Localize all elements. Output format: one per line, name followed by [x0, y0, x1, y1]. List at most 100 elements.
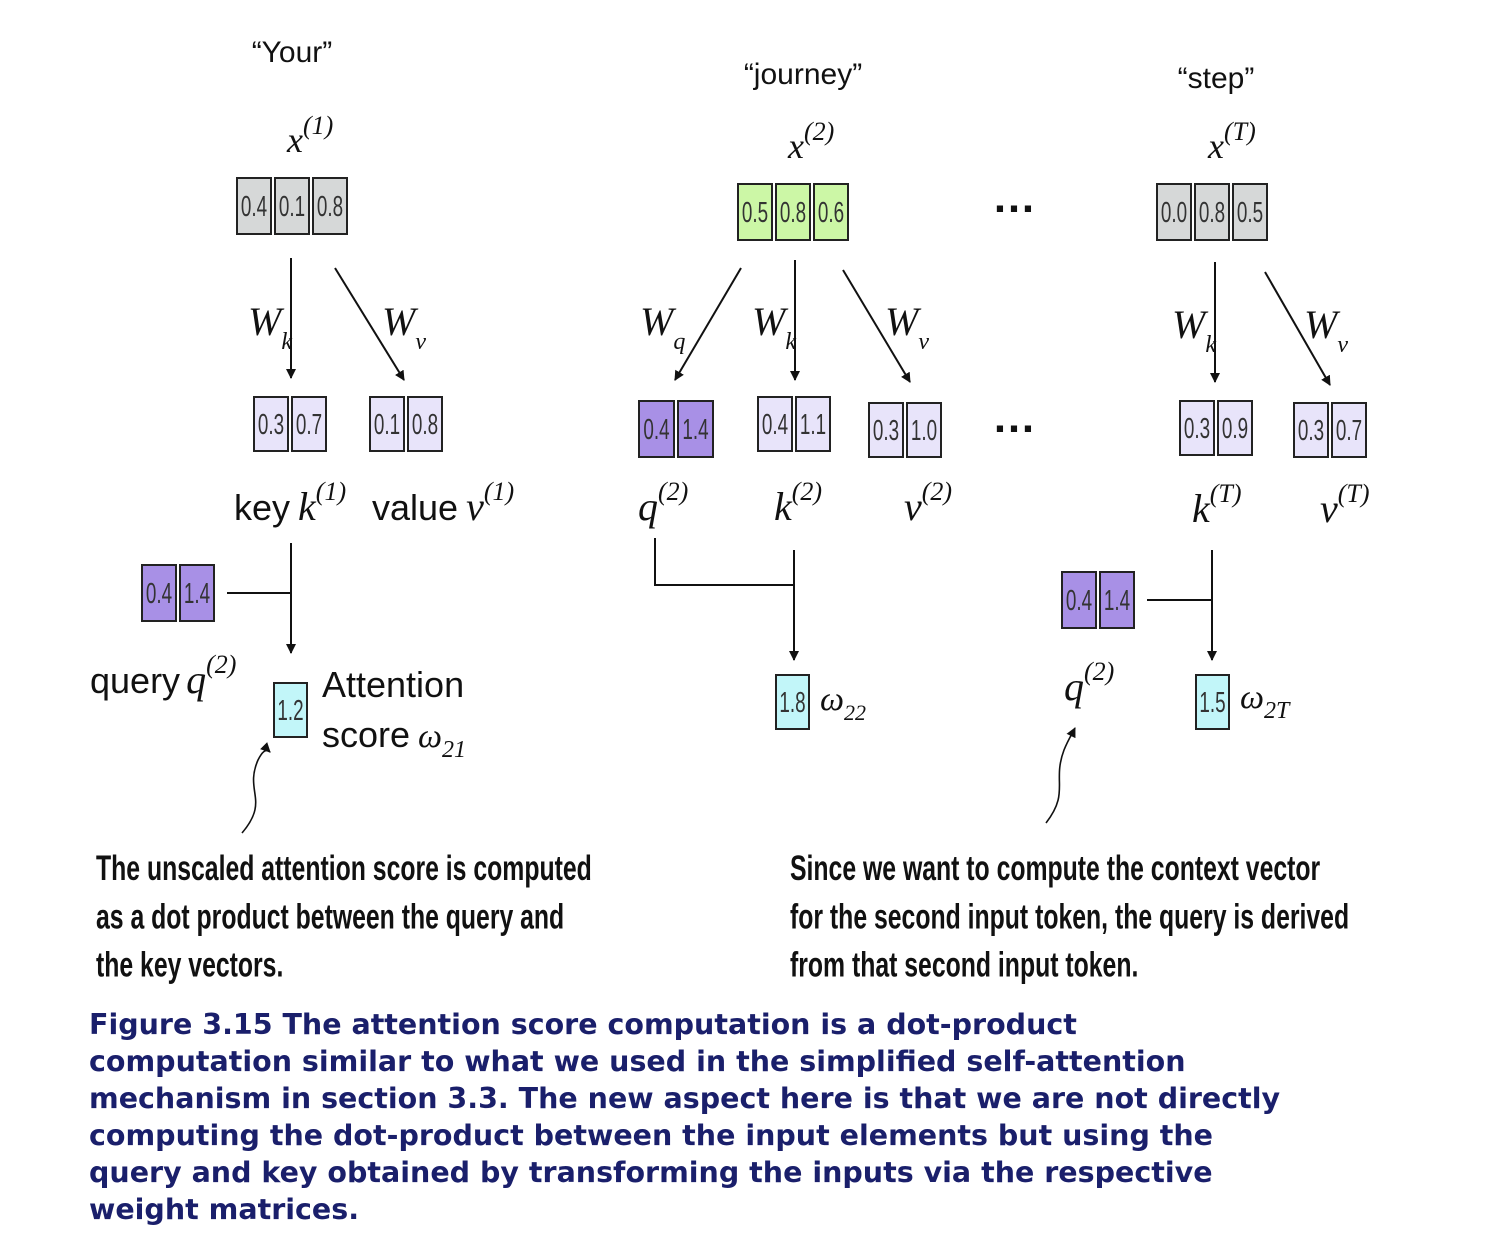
key-k2-label: k(2): [774, 477, 822, 529]
query-vector-right: 0.4 1.4: [1061, 571, 1135, 629]
vector-cell-value: 0.4: [1066, 585, 1092, 617]
vector-cell-value: 1.4: [682, 414, 708, 446]
vector-cell-value: 0.3: [1298, 415, 1324, 447]
vector-cell-value: 0.8: [780, 197, 806, 229]
arrow-x1-to-v1: [334, 267, 405, 381]
vector-cell-value: 1.0: [911, 415, 937, 447]
vector-cell-value: 1.1: [800, 409, 826, 441]
arrow-x2-to-q2: [674, 267, 742, 381]
score-w21-line1: Attention: [322, 664, 464, 705]
vector-cell: [273, 682, 308, 738]
vector-cell-value: 0.5: [742, 197, 768, 229]
vector-cell: [1061, 571, 1097, 629]
value-vector-v1: 0.1 0.8: [369, 396, 443, 452]
vector-cell: [638, 400, 675, 458]
key-vector-k2: 0.4 1.1: [757, 396, 831, 452]
weight-wk-T: Wk: [1172, 302, 1216, 358]
vector-cell-value: 0.5: [1237, 197, 1263, 229]
key-vector-k1: 0.3 0.7: [253, 396, 327, 452]
input-vector-x1: 0.4 0.1 0.8: [236, 177, 348, 235]
vector-cell: [369, 396, 405, 452]
key-vector-kT: 0.3 0.9: [1179, 400, 1253, 456]
vector-cell: [1156, 183, 1192, 241]
vector-cell-value: 0.4: [643, 414, 669, 446]
score-w22-label: ω22: [820, 681, 866, 725]
vector-cell-value: 0.8: [317, 191, 343, 223]
pointer-left-note: [241, 742, 271, 834]
token-your: “Your”: [252, 36, 333, 69]
score-w22-box: 1.8: [775, 674, 810, 730]
vector-cell-value: 0.8: [412, 409, 438, 441]
token-step: “step”: [1178, 62, 1255, 95]
vector-cell-value: 0.1: [279, 191, 305, 223]
ellipsis-middle: …: [992, 393, 1036, 442]
arrow-x2-to-v2: [842, 269, 911, 383]
note-right: Since we want to compute the context vec…: [790, 847, 1356, 984]
vector-cell: [795, 396, 831, 452]
pointer-right-note: [1045, 727, 1076, 824]
vector-cell-value: 1.8: [779, 687, 805, 719]
input-xT-label: x(T): [1207, 117, 1256, 166]
input-x2-label: x(2): [787, 117, 834, 166]
vector-cell: [1194, 183, 1230, 241]
vector-cell-value: 0.3: [1184, 413, 1210, 445]
vector-cell: [1195, 674, 1230, 730]
vector-cell-value: 1.2: [277, 695, 303, 727]
vector-cell: [291, 396, 327, 452]
vector-cell-value: 0.3: [258, 409, 284, 441]
key-kT-label: k(T): [1192, 479, 1242, 531]
attention-score-diagram: “Your” “journey” “step” x(1) x(2) x(T) 0…: [90, 36, 1370, 985]
vector-cell: [312, 177, 348, 235]
vector-cell: [775, 674, 810, 730]
vector-cell-value: 0.4: [241, 191, 267, 223]
vector-cell: [737, 183, 773, 241]
vector-cell: [236, 177, 272, 235]
value-vT-label: v(T): [1320, 479, 1370, 531]
vector-cell-value: 0.3: [873, 415, 899, 447]
vector-cell: [141, 564, 177, 622]
query-right-label: q(2): [1064, 657, 1114, 709]
vector-cell-value: 0.9: [1222, 413, 1248, 445]
vector-cell: [813, 183, 849, 241]
weight-wv-1: Wv: [382, 299, 426, 355]
weight-wk-2: Wk: [752, 299, 796, 355]
weight-wv-2: Wv: [885, 299, 929, 355]
vector-cell: [407, 396, 443, 452]
vector-cell: [179, 564, 215, 622]
vector-cell: [1331, 402, 1367, 458]
weight-wq-2: Wq: [640, 299, 685, 355]
vector-cell: [868, 402, 904, 458]
vector-cell: [775, 183, 811, 241]
vector-cell: [274, 177, 310, 235]
vector-cell: [1099, 571, 1135, 629]
ellipsis-top: …: [992, 173, 1036, 222]
query-vector-q2: 0.4 1.4: [638, 400, 714, 458]
vector-cell: [1232, 183, 1268, 241]
weight-wk-1: Wk: [248, 299, 292, 355]
vector-cell-value: 0.1: [374, 409, 400, 441]
vector-cell-value: 0.7: [296, 409, 322, 441]
arrow-xT-to-vT: [1264, 271, 1331, 386]
score-w2T-box: 1.5: [1195, 674, 1230, 730]
weight-wv-T: Wv: [1304, 302, 1348, 358]
vector-cell: [1293, 402, 1329, 458]
vector-cell-value: 1.5: [1199, 687, 1225, 719]
value-v2-label: v(2): [904, 477, 952, 529]
vector-cell-value: 0.4: [762, 409, 788, 441]
value-vector-v2: 0.3 1.0: [868, 402, 942, 458]
vector-cell-value: 0.0: [1161, 197, 1187, 229]
vector-cell: [757, 396, 793, 452]
connector-q2-k2: [654, 538, 794, 586]
vector-cell: [253, 396, 289, 452]
note-left: The unscaled attention score is computed…: [96, 847, 599, 984]
vector-cell: [1179, 400, 1215, 456]
vector-cell-value: 1.4: [1104, 585, 1130, 617]
